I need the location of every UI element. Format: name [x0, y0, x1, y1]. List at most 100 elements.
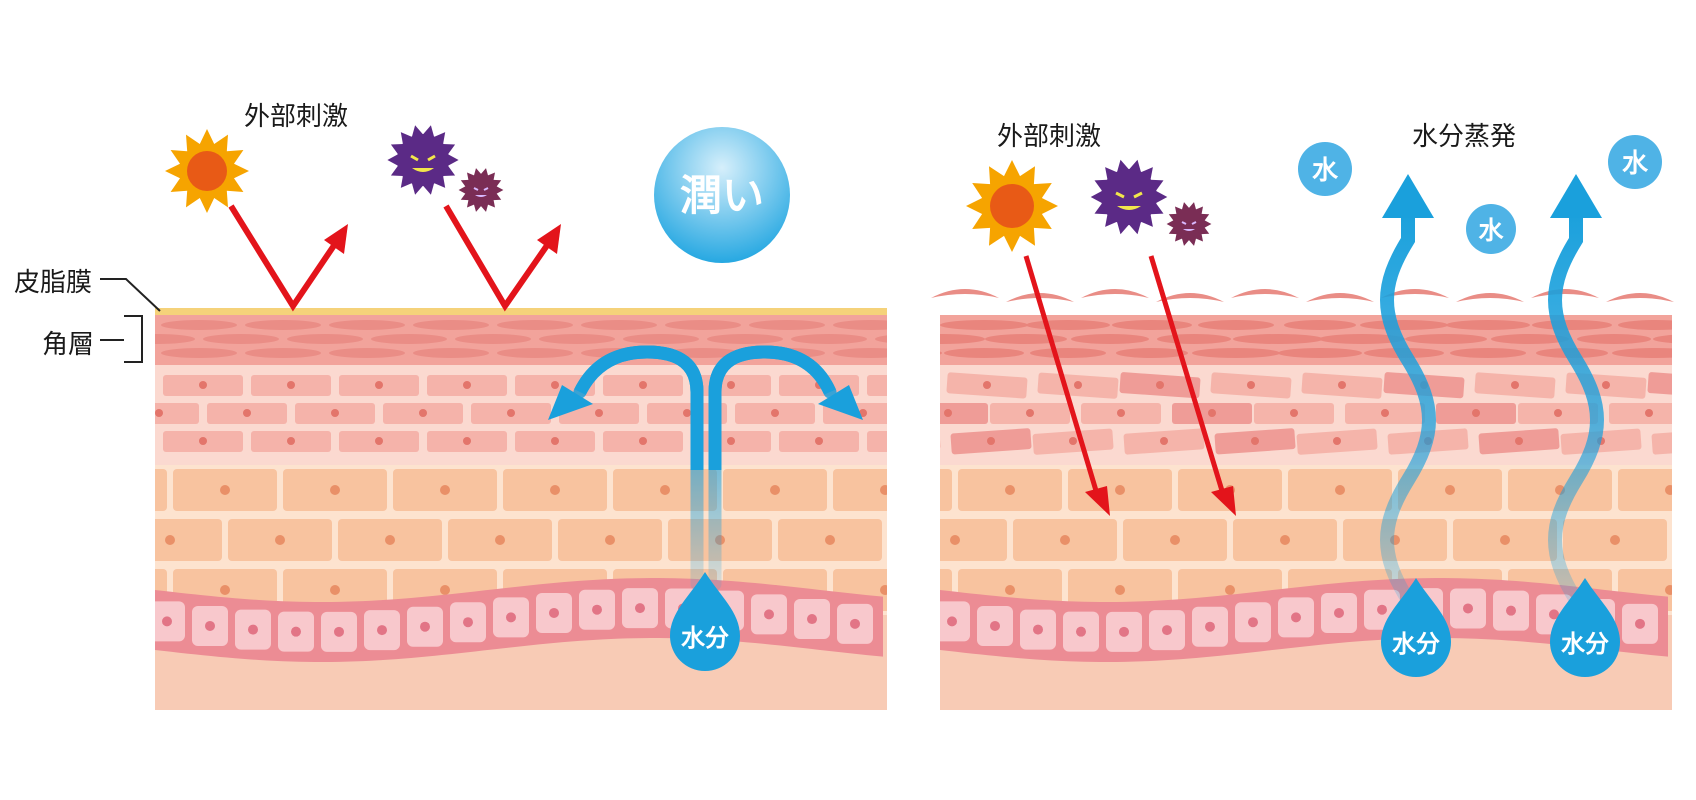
cell-nucleus	[592, 604, 602, 615]
cell-nucleus	[770, 485, 780, 495]
cell-nucleus	[440, 485, 450, 495]
corneum-cell	[833, 348, 887, 358]
skin-flake	[1081, 289, 1149, 298]
skin-flake	[1606, 293, 1674, 302]
cell-nucleus	[639, 381, 647, 389]
cell-nucleus	[825, 535, 835, 545]
reflect-arrow-1	[228, 204, 348, 312]
germ-small-icon	[1166, 202, 1212, 246]
cell-nucleus	[1069, 437, 1077, 445]
cell-nucleus	[1684, 381, 1692, 389]
cell-nucleus	[1334, 607, 1344, 618]
corneum-cell	[1446, 320, 1530, 330]
evaporation-arrow-1	[1380, 174, 1436, 604]
corneum-cell	[791, 334, 867, 344]
cell-nucleus	[155, 409, 163, 417]
cell-nucleus	[330, 485, 340, 495]
skin-flake	[1531, 289, 1599, 298]
water-drop-icon: 水分	[670, 572, 740, 671]
granular-cell	[867, 431, 887, 452]
corneum-cell	[203, 334, 279, 344]
spinous-cell	[940, 469, 952, 511]
corneum-cell	[1360, 320, 1448, 330]
cell-nucleus	[1060, 535, 1070, 545]
cell-nucleus	[463, 381, 471, 389]
corneum-cell	[497, 320, 573, 330]
cell-nucleus	[1251, 437, 1259, 445]
corneum-cell	[833, 320, 887, 330]
granular-cell	[867, 375, 887, 396]
cell-nucleus	[1335, 485, 1345, 495]
cell-nucleus	[903, 437, 911, 445]
cell-nucleus	[463, 617, 473, 628]
cell-nucleus	[1005, 585, 1015, 595]
cell-nucleus	[375, 381, 383, 389]
skin-flake	[1306, 293, 1374, 302]
cell-nucleus	[506, 612, 516, 623]
sebum-film-leader	[100, 278, 161, 312]
corneum-cell	[287, 334, 363, 344]
corneum-cell	[581, 320, 657, 330]
evaporation-arrow-2	[1548, 174, 1604, 604]
cell-nucleus	[896, 437, 904, 445]
cell-nucleus	[287, 437, 295, 445]
cell-nucleus	[1033, 624, 1043, 635]
corneum-cell	[940, 351, 942, 355]
spinous-cell	[1673, 519, 1696, 561]
germ-large-icon	[1090, 159, 1168, 235]
cell-nucleus	[1610, 535, 1620, 545]
cell-nucleus	[1115, 485, 1125, 495]
water-bubble-1: 水	[1298, 142, 1352, 196]
cell-nucleus	[220, 585, 230, 595]
cell-nucleus	[1338, 381, 1346, 389]
cell-nucleus	[377, 625, 387, 636]
cell-nucleus	[639, 437, 647, 445]
cell-nucleus	[1500, 535, 1510, 545]
skin-flake	[931, 289, 999, 298]
corneum-cell	[539, 334, 615, 344]
cell-nucleus	[990, 620, 1000, 631]
spinous-cell	[155, 569, 167, 611]
cell-nucleus	[947, 616, 957, 627]
cell-nucleus	[205, 620, 215, 631]
granular-cell	[1609, 403, 1672, 424]
skin-flake	[1156, 293, 1224, 302]
cell-nucleus	[1291, 612, 1301, 623]
skin-flake	[1231, 289, 1299, 298]
cell-nucleus	[903, 381, 911, 389]
cell-nucleus	[1445, 485, 1455, 495]
corneum-cell	[749, 320, 825, 330]
corneum-cell	[413, 348, 489, 358]
sun-icon	[165, 129, 249, 213]
cell-nucleus	[1156, 381, 1164, 389]
cell-nucleus	[199, 381, 207, 389]
cell-nucleus	[110, 585, 120, 595]
left-stimulus-label: 外部刺激	[244, 102, 349, 132]
water-drop-icon: 水分	[1381, 578, 1451, 677]
cell-nucleus	[1225, 585, 1235, 595]
cell-nucleus	[595, 409, 603, 417]
cell-nucleus	[983, 381, 991, 389]
cell-nucleus	[1515, 437, 1523, 445]
cell-nucleus	[220, 485, 230, 495]
cell-nucleus	[1665, 585, 1672, 595]
cell-nucleus	[420, 621, 430, 632]
evaporation-label: 水分蒸発	[1412, 122, 1517, 152]
spinous-cell	[833, 469, 887, 511]
cell-nucleus	[1248, 617, 1258, 628]
cell-nucleus	[248, 624, 258, 635]
cell-nucleus	[111, 437, 119, 445]
corneum-cell	[245, 320, 321, 330]
retained-moisture-arrows	[548, 345, 863, 591]
cell-nucleus	[1160, 437, 1168, 445]
skin-flake	[1381, 289, 1449, 298]
cell-nucleus	[1026, 409, 1034, 417]
corneum-cell	[155, 334, 195, 344]
cell-nucleus	[727, 381, 735, 389]
corneum-cell	[1577, 334, 1651, 344]
cell-nucleus	[1115, 585, 1125, 595]
granular-cell	[75, 431, 155, 452]
spinous-cell	[940, 519, 1007, 561]
cell-nucleus	[1635, 618, 1645, 629]
cell-nucleus	[1170, 535, 1180, 545]
